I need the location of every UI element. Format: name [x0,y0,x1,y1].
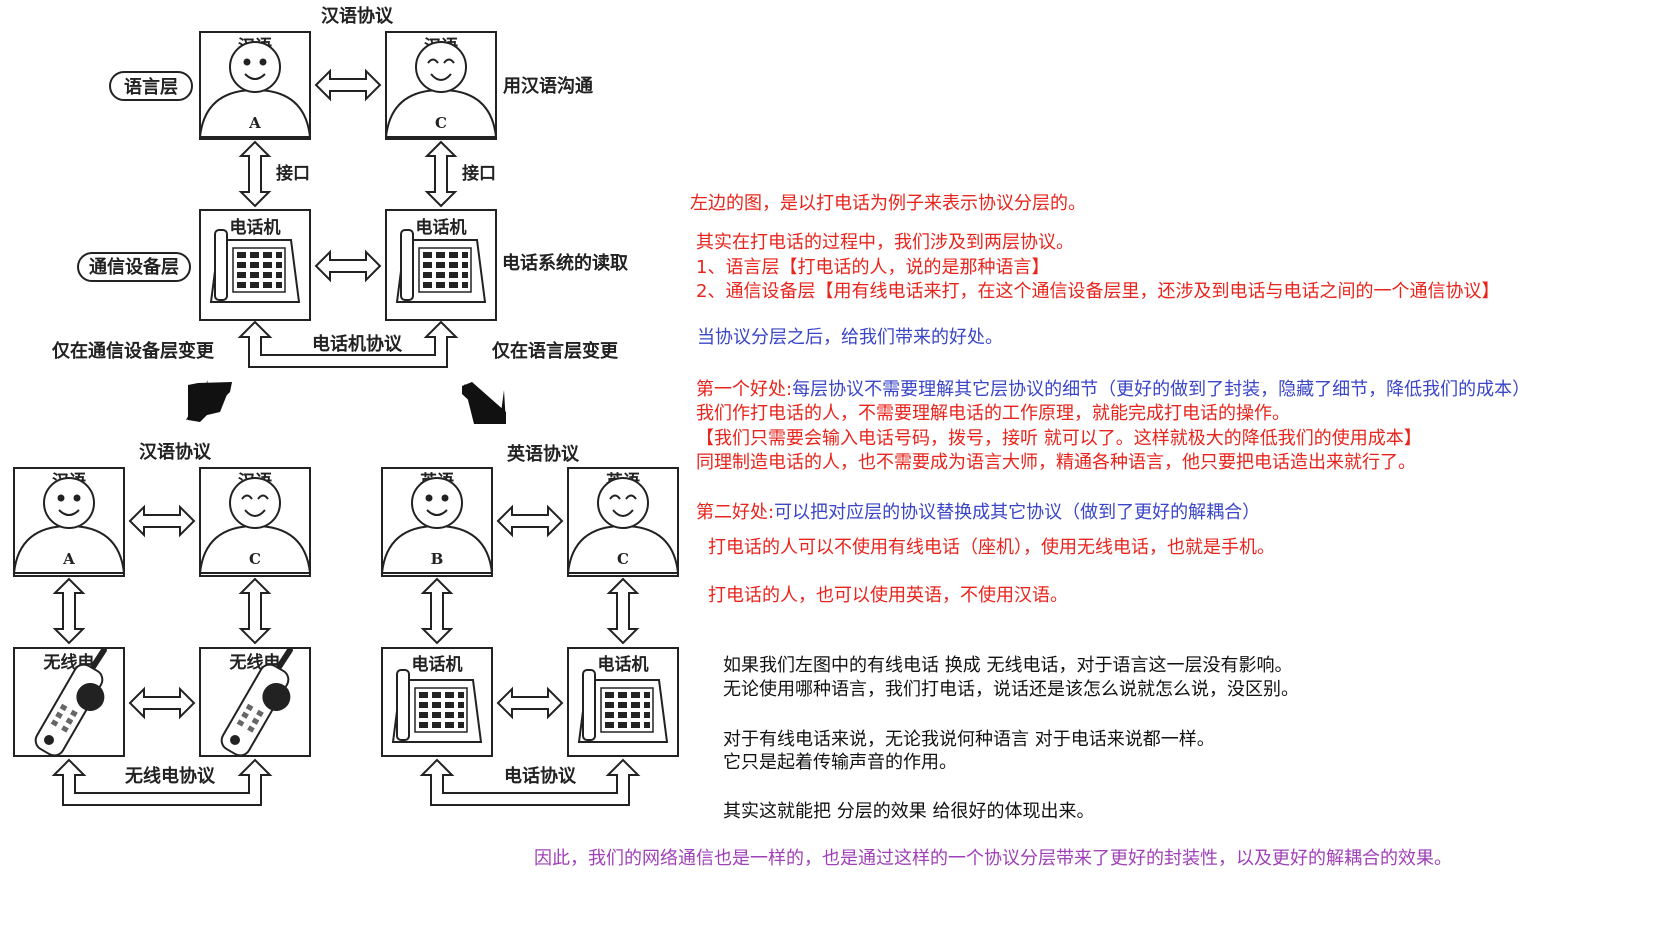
bl-left-box-label: A [62,550,75,568]
note-15: 对于有线电话来说，无论我说何种语言 对于电话来说都一样。 [723,729,1215,750]
device-layer-arrow-icon [315,251,381,281]
br-device-arrow-icon [497,688,563,718]
phone-right-label: 电话机 [416,217,467,238]
language-layer-arrow-icon [315,70,381,100]
only-language-change-label: 仅在语言层变更 [491,340,619,362]
desk-phone-icon [392,669,482,743]
wireless-protocol-label: 无线电协议 [125,765,216,787]
top-right-box-label: C [435,114,447,132]
note-12: 打电话的人，也可以使用英语，不使用汉语。 [708,585,1068,606]
br-left-interface-arrow-icon [422,578,452,644]
interface-right-label: 接口 [462,163,496,184]
bl-language-arrow-icon [129,506,195,536]
protocol-layer-diagram: 汉语协议 汉语 A 汉语 C 语言层 用汉语沟通 接口 接口 电话机 电话机 通… [13,5,679,806]
note-4: 2、通信设备层【用有线电话来打，在这个通信设备层里，还涉及到电话与电话之间的一个… [696,281,1500,302]
chinese-comm-label: 用汉语沟通 [503,75,593,97]
top-protocol-label: 汉语协议 [321,5,394,27]
bl-right-box-label: C [249,550,261,568]
note-14: 无论使用哪种语言，我们打电话，说话还是该怎么说就怎么说，没区别。 [723,679,1299,700]
note-10: 第二好处:可以把对应层的协议替换成其它协议（做到了更好的解耦合） [696,502,1260,524]
note-10-body: 可以把对应层的协议替换成其它协议（做到了更好的解耦合） [774,502,1261,523]
bl-protocol-label: 汉语协议 [139,441,212,463]
phone-protocol-label: 电话机协议 [312,333,403,355]
note-8: 【我们只需要会输入电话号码，拨号，接听 就可以了。这样就极大的降低我们的使用成本… [696,428,1422,449]
note-7: 我们作打电话的人，不需要理解电话的工作原理，就能完成打电话的操作。 [696,403,1290,424]
arrow-down-right-icon [462,382,506,424]
bl-right-interface-arrow-icon [240,578,270,644]
br-protocol-label: 英语协议 [506,443,580,465]
note-10-prefix: 第二好处: [696,502,775,523]
interface-left-arrow-icon [240,141,270,207]
br-right-device-label: 电话机 [598,654,649,675]
note-17: 其实这就能把 分层的效果 给很好的体现出来。 [723,801,1095,822]
top-left-box-label: A [248,114,261,132]
bl-device-arrow-icon [129,688,195,718]
note-6-body: 每层协议不需要理解其它层协议的细节（更好的做到了封装，隐藏了细节，降低我们的成本… [792,379,1531,400]
note-5: 当协议分层之后，给我们带来的好处。 [697,327,1003,348]
desk-phone-icon [210,229,300,303]
phone-left-label: 电话机 [230,217,281,238]
language-layer-pill [109,71,193,101]
only-device-change-label: 仅在通信设备层变更 [51,340,215,362]
br-left-device-label: 电话机 [412,654,463,675]
br-right-interface-arrow-icon [608,578,638,644]
note-16: 它只是起着传输声音的作用。 [723,752,957,773]
arrow-down-right-icon [464,384,506,424]
language-layer-label: 语言层 [124,76,178,98]
br-left-box-label: B [431,550,444,568]
phone-protocol-arrow-icon [237,320,459,368]
note-3: 1、语言层【打电话的人，说的是那种语言】 [696,257,1050,278]
note-2: 其实在打电话的过程中，我们涉及到两层协议。 [696,232,1074,253]
note-1: 左边的图，是以打电话为例子来表示协议分层的。 [690,193,1086,214]
device-layer-pill [77,252,191,282]
br-phone-protocol-label: 电话协议 [504,765,577,787]
note-6-prefix: 第一个好处: [696,379,793,400]
br-phone-protocol-arrow-icon [419,758,641,806]
arrow-down-left-icon [188,382,232,422]
desk-phone-icon [578,669,668,743]
interface-left-label: 接口 [276,163,310,184]
note-11: 打电话的人可以不使用有线电话（座机），使用无线电话，也就是手机。 [708,537,1275,558]
note-6: 第一个好处:每层协议不需要理解其它层协议的细节（更好的做到了封装，隐藏了细节，降… [696,379,1530,401]
device-layer-label: 通信设备层 [89,256,179,278]
br-language-arrow-icon [497,506,563,536]
note-18: 因此，我们的网络通信也是一样的，也是通过这样的一个协议分层带来了更好的封装性，以… [534,848,1452,869]
desk-phone-icon [396,229,486,303]
note-13: 如果我们左图中的有线电话 换成 无线电话，对于语言这一层没有影响。 [723,655,1293,676]
bl-left-interface-arrow-icon [54,578,84,644]
br-right-box-label: C [617,550,629,568]
interface-right-arrow-icon [426,141,456,207]
wireless-protocol-arrow-icon [51,758,273,806]
note-9: 同理制造电话的人，也不需要成为语言大师，精通各种语言，他只要把电话造出来就行了。 [696,452,1416,473]
phone-system-label: 电话系统的读取 [502,252,629,274]
